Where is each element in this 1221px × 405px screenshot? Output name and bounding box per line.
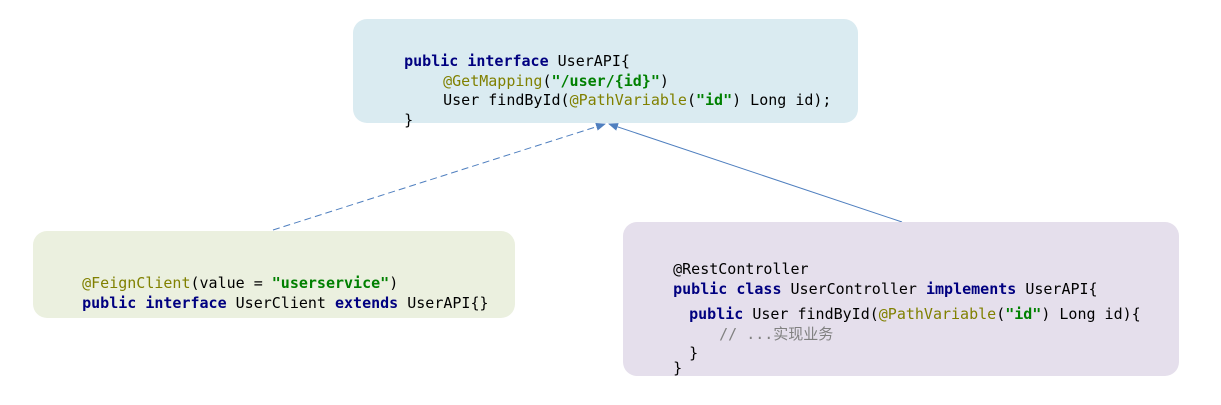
feign-client-box: @FeignClient(value = "userservice") publ… <box>33 231 515 318</box>
user-api-interface-box: public interface UserAPI{ @GetMapping("/… <box>353 19 858 129</box>
keyword-class: class <box>736 280 782 298</box>
controller-line-5: } <box>653 323 698 383</box>
string-id: "id" <box>696 91 733 109</box>
keyword-public: public <box>689 305 744 323</box>
comment-implementation: // ...实现业务 <box>719 325 834 343</box>
keyword-interface: interface <box>467 52 549 70</box>
api-line-2: @GetMapping("/user/{id}") <box>443 72 669 90</box>
annotation-restcontroller: @RestController <box>673 260 809 278</box>
string-userservice: "userservice" <box>271 274 390 292</box>
controller-line-2: public class UserController implements U… <box>673 280 1098 298</box>
string-path: "/user/{id}" <box>551 72 660 90</box>
keyword-extends: extends <box>335 294 399 312</box>
controller-line-4: // ...实现业务 <box>683 304 833 364</box>
annotation-feignclient: @FeignClient <box>82 274 191 292</box>
client-line-1: @FeignClient(value = "userservice") <box>82 274 399 292</box>
closing-brace: } <box>404 111 414 129</box>
annotation-pathvariable: @PathVariable <box>878 305 997 323</box>
keyword-implements: implements <box>926 280 1017 298</box>
keyword-public: public <box>404 52 459 70</box>
method-closing-brace: } <box>689 344 699 362</box>
interface-name: UserAPI{ <box>548 52 630 70</box>
method-signature: User findById( <box>443 91 570 109</box>
api-line-4: } <box>368 90 413 150</box>
keyword-public: public <box>673 280 728 298</box>
class-closing-brace: } <box>673 359 683 377</box>
controller-line-3: public User findById(@PathVariable("id")… <box>689 305 1141 323</box>
method-signature: User findById( <box>743 305 879 323</box>
client-name: UserClient <box>226 294 335 312</box>
controller-line-6: } <box>637 338 682 398</box>
controller-name: UserController <box>781 280 926 298</box>
keyword-public: public <box>82 294 137 312</box>
api-line-1: public interface UserAPI{ <box>368 31 630 91</box>
client-line-2: public interface UserClient extends User… <box>82 294 489 312</box>
keyword-interface: interface <box>145 294 227 312</box>
controller-line-1: @RestController <box>637 239 809 299</box>
annotation-getmapping: @GetMapping <box>443 72 543 90</box>
dashed-arrow-client-to-api <box>272 122 606 231</box>
user-controller-box: @RestController public class UserControl… <box>623 222 1179 377</box>
annotation-pathvariable: @PathVariable <box>569 91 687 109</box>
solid-arrow-controller-to-api <box>608 123 903 223</box>
string-id: "id" <box>1005 305 1042 323</box>
api-line-3: User findById(@PathVariable("id") Long i… <box>443 91 832 109</box>
